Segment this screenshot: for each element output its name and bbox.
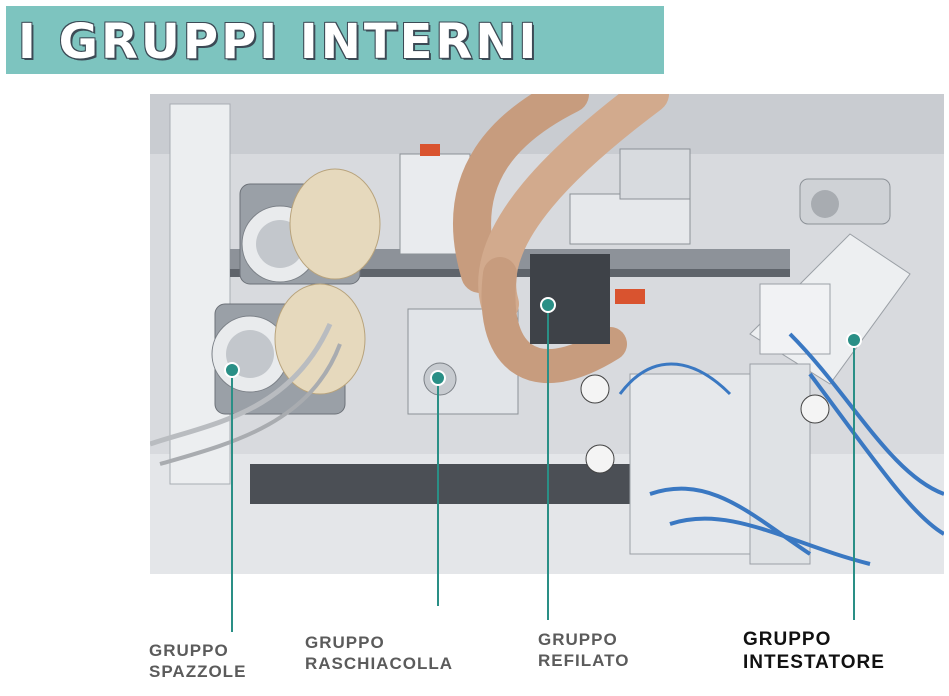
caption-line2: REFILATO [538,651,630,670]
leader-line-refilato [547,305,549,620]
motor-upper [239,168,381,285]
leader-dot-intestatore [846,332,862,348]
title-banner: I GRUPPI INTERNI [6,6,664,74]
leader-line-raschiacolla [437,378,439,606]
motor-lower [211,283,366,415]
machine-photo [150,94,944,574]
caption-line2: INTESTATORE [743,652,885,673]
caption-line1: GRUPPO [305,633,385,652]
leader-dot-raschiacolla [430,370,446,386]
leader-dot-refilato [540,297,556,313]
caption-gruppo-refilato: GRUPPO REFILATO [538,629,629,671]
caption-gruppo-raschiacolla: GRUPPO RASCHIACOLLA [305,632,453,674]
caption-gruppo-intestatore: GRUPPO INTESTATORE [743,628,885,674]
caption-line2: RASCHIACOLLA [305,654,453,673]
leader-line-intestatore [853,340,855,620]
caption-gruppo-spazzole: GRUPPO SPAZZOLE [149,640,246,682]
caption-line1: GRUPPO [538,630,618,649]
caption-line1: GRUPPO [149,641,229,660]
leader-dot-spazzole [224,362,240,378]
caption-line2: SPAZZOLE [149,662,247,681]
page-title: I GRUPPI INTERNI [18,14,540,70]
caption-line1: GRUPPO [743,629,832,650]
leader-line-spazzole [231,370,233,632]
